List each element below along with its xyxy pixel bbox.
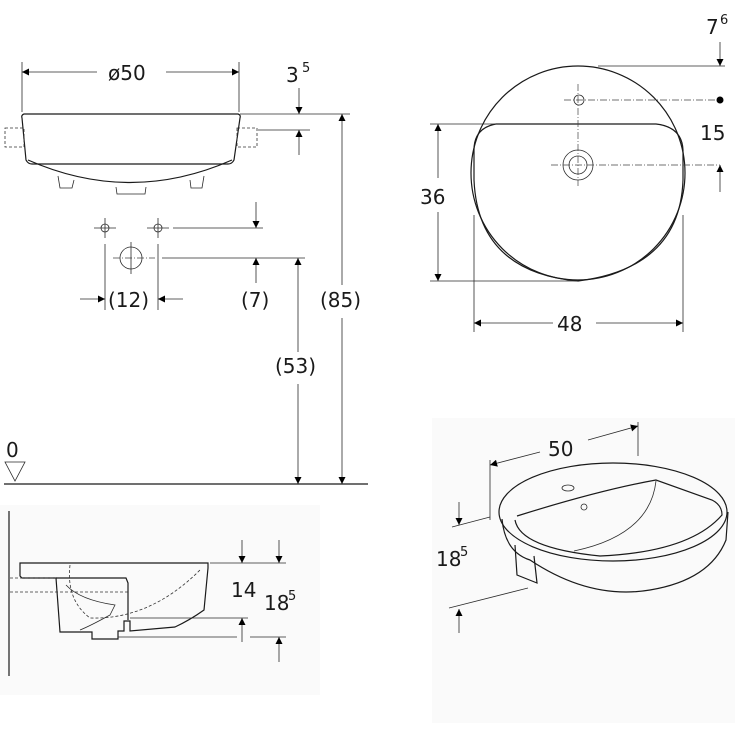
svg-text:5: 5 xyxy=(460,545,468,560)
isometric-view: 50 18 5 xyxy=(432,418,735,723)
tap-offset-dimension: (7) xyxy=(162,202,305,312)
waste-height-label: (53) xyxy=(275,354,316,378)
rim-thickness-dimension: 3 5 xyxy=(240,61,350,155)
top-view: 7 6 15 36 48 xyxy=(420,13,728,336)
rim-height-dimension: (85) xyxy=(320,114,361,484)
overall-height-dimension: 18 5 xyxy=(264,540,296,662)
bowl-depth-dimension: 36 xyxy=(420,123,578,282)
diameter-dimension: ø50 xyxy=(22,61,239,85)
iso-height-dimension: 18 5 xyxy=(436,502,529,633)
waste-height-dimension: (53) xyxy=(275,258,316,484)
tap-to-waste-label: 15 xyxy=(700,121,725,145)
overall-height-label: 18 xyxy=(264,591,289,615)
side-view: 14 18 5 xyxy=(0,505,320,695)
tap-offset-label: (7) xyxy=(241,288,269,312)
svg-text:5: 5 xyxy=(288,589,296,604)
iso-height-label: 18 xyxy=(436,547,461,571)
inner-depth-label: 14 xyxy=(231,578,256,602)
basin-front-outline xyxy=(4,113,258,195)
rim-height-label: (85) xyxy=(320,288,361,312)
floor-level-label: 0 xyxy=(6,438,19,462)
svg-text:5: 5 xyxy=(302,61,310,76)
waste-outlet xyxy=(551,149,720,181)
tap-hole-markers xyxy=(94,218,169,274)
iso-width-label: 50 xyxy=(548,437,573,461)
inner-depth-dimension: 14 xyxy=(231,540,256,642)
tap-spacing-dimension: (12) xyxy=(80,244,183,312)
rim-to-tap-dimension: 7 6 xyxy=(598,13,728,67)
floor-level: 0 xyxy=(4,438,368,485)
tap-spacing-label: (12) xyxy=(108,288,149,312)
svg-text:6: 6 xyxy=(720,13,728,28)
overall-width-label: 48 xyxy=(557,312,582,336)
tap-to-waste-dimension: 15 xyxy=(700,121,725,192)
bowl-depth-label: 36 xyxy=(420,185,445,209)
diameter-label: ø50 xyxy=(108,61,146,85)
rim-thickness-label: 3 xyxy=(286,63,299,87)
iso-width-dimension: 50 xyxy=(489,422,639,520)
iso-tap-hole xyxy=(561,484,575,492)
front-view: ø50 3 5 xyxy=(4,61,368,485)
rim-to-tap-label: 7 xyxy=(706,15,719,39)
overall-width-dimension: 48 xyxy=(473,215,684,336)
